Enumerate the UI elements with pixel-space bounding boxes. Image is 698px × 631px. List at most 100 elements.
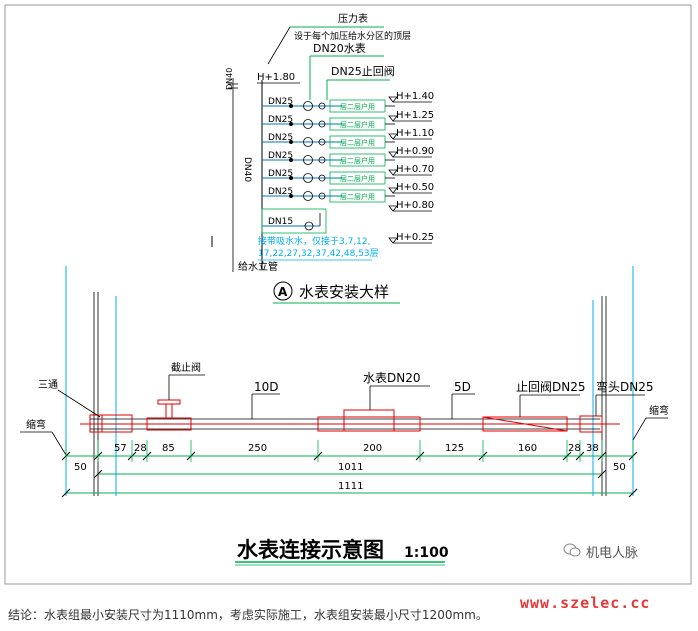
detail-a-letter: A: [278, 285, 288, 299]
height-label: H+0.70: [396, 164, 434, 175]
branch-meter-icon: [303, 173, 313, 183]
branch-check-icon: [318, 138, 326, 146]
dim-right-50: 50: [613, 462, 626, 473]
note-line-2: 17,22,27,32,37,42,48,53层: [258, 248, 379, 259]
branch-valve-icon: [289, 176, 293, 180]
height-marker-icon: [388, 237, 398, 244]
height-marks: H+1.40H+1.25H+1.10H+0.90H+0.70H+0.50H+0.…: [388, 91, 434, 244]
label-elbow: 弯头DN25: [596, 379, 654, 394]
branch-valve-icon: [289, 122, 293, 126]
tee-leader: [57, 389, 101, 418]
branch-check-icon: [318, 102, 326, 110]
meter-head: [343, 409, 395, 432]
check-valve-diagonal: [482, 416, 568, 432]
label-reducer-right: 缩弯: [649, 404, 669, 417]
branch-valve-icon: [289, 104, 293, 108]
branch-valve-icon: [289, 194, 293, 198]
wechat-icon: [563, 543, 581, 557]
dim-value: 125: [445, 443, 464, 454]
branch-box-label: 一层二层户用: [333, 156, 375, 165]
connection-diagram: 三通 缩弯 截止阀 10D 水表DN20 5D 止回阀DN25 弯头DN25 缩…: [20, 266, 669, 566]
branch-box-label: 一层二层户用: [333, 102, 375, 111]
branch-box-label: 一层二层户用: [333, 192, 375, 201]
dn40-side-label: DN40: [242, 157, 252, 182]
branch-meter-icon: [303, 119, 313, 129]
height-marker-icon: [388, 205, 398, 212]
watermark: www.szelec.cc: [520, 594, 651, 612]
dim-value: 250: [248, 443, 267, 454]
branch-group: DN25 一层二层户用 DN25 一层二层户用 DN25 一层二层户用 DN25 一层二层户用…: [262, 97, 395, 203]
reducer-left-leader-2: [51, 431, 67, 456]
branch-meter-icon: [303, 191, 313, 201]
height-label: H+0.90: [396, 146, 434, 157]
dim-value: 160: [518, 443, 537, 454]
dim-1011-tick-r: [597, 469, 607, 479]
riser-label: 给水立管: [238, 260, 278, 273]
branch-dn25-label: DN25: [268, 151, 293, 161]
dn40-top-label: DN40: [225, 68, 234, 90]
branch-box-label: 一层二层户用: [333, 120, 375, 129]
branch-valve-icon: [289, 140, 293, 144]
height-marker-icon: [388, 187, 398, 194]
height-marker-icon: [388, 133, 398, 140]
label-5d: 5D: [454, 380, 471, 394]
branch-dn25-label: DN25: [268, 169, 293, 179]
gauge-note: 设于每个加压给水分区的顶层: [294, 30, 411, 42]
height-marker-icon: [388, 151, 398, 158]
branch-box-label: 一层二层户用: [333, 174, 375, 183]
dn25-check-label: DN25止回阀: [331, 64, 395, 78]
gauge-leader-2: [267, 26, 291, 65]
dim-value: 85: [162, 443, 175, 454]
connection-title: 水表连接示意图: [237, 538, 384, 562]
detail-a-title: 水表安装大样: [299, 283, 389, 301]
branch-dn25-label: DN25: [268, 133, 293, 143]
branch-meter-icon: [303, 137, 313, 147]
dim-1111-tick-l: [61, 488, 71, 498]
branch-check-icon: [318, 174, 326, 182]
branch-meter-icon: [303, 155, 313, 165]
valve-stem: [165, 403, 173, 419]
height-label: H+0.25: [396, 232, 434, 243]
tee-fitting: [89, 414, 133, 433]
height-marker-icon: [388, 115, 398, 122]
dim-1011: 1011: [338, 462, 363, 473]
dim-value: 38: [586, 443, 599, 454]
branch-check-icon: [318, 192, 326, 200]
dim-value: 200: [363, 443, 382, 454]
dn15-box: [261, 208, 327, 234]
dim-value: 28: [134, 443, 147, 454]
dim-value: 28: [568, 443, 581, 454]
height-label: H+0.80: [396, 200, 434, 211]
dim-1111-tick-r: [628, 488, 638, 498]
dimension-ticks: 57 28 85 250 200 125 160 28 38: [61, 440, 638, 462]
reducer-right-leader-2: [632, 417, 647, 441]
branch-dn25-label: DN25: [268, 187, 293, 197]
h180-label: H+1.80: [257, 72, 295, 83]
note-line-1: 接带吸水水，仅接于3,7,12,: [258, 235, 371, 247]
height-label: H+1.40: [396, 91, 434, 102]
branch-box-label: 一层二层户用: [333, 138, 375, 147]
height-label: H+1.10: [396, 128, 434, 139]
check-valve-body: [482, 416, 568, 432]
height-marker-icon: [388, 96, 398, 103]
branch-meter-icon: [303, 101, 313, 111]
elbow-fitting: [579, 415, 603, 433]
dn15-meter-icon: [304, 221, 314, 231]
label-10d: 10D: [254, 380, 279, 394]
valve-handle: [157, 399, 181, 405]
label-valve: 截止阀: [171, 361, 201, 374]
connection-scale: 1:100: [404, 545, 449, 561]
dim-1011-tick-l: [93, 469, 103, 479]
label-reducer-left: 缩弯: [26, 418, 46, 431]
branch-dn25-label: DN25: [268, 115, 293, 125]
dn20-meter-label: DN20水表: [313, 41, 366, 55]
caption: 结论：水表组最小安装尺寸为1110mm，考虑实际施工，水表组安装最小尺寸1200…: [8, 608, 488, 622]
dn15-label: DN15: [268, 217, 293, 227]
height-label: H+0.50: [396, 182, 434, 193]
detail-a-circle: [273, 281, 293, 301]
branch-check-icon: [318, 156, 326, 164]
branch-valve-icon: [289, 158, 293, 162]
label-tee: 三通: [38, 379, 58, 391]
dim-value: 57: [114, 443, 127, 454]
